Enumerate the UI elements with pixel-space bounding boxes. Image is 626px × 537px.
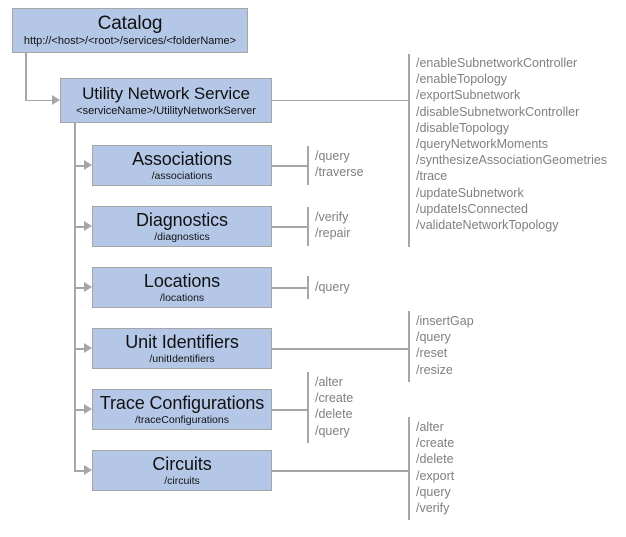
connector-diagnostics-to-operations (272, 226, 308, 228)
connector-trunk-to-trace-configurations (74, 409, 84, 411)
operation-item: /validateNetworkTopology (416, 218, 559, 233)
node-associations-path: /associations (151, 169, 213, 182)
node-utility-network-service-path: <serviceName>/UtilityNetworkServer (76, 104, 256, 117)
bracket-circuits-operations (408, 417, 410, 520)
bracket-unit-identifiers-operations (408, 311, 410, 382)
node-catalog-path: http://<host>/<root>/services/<folderNam… (23, 34, 237, 47)
node-associations[interactable]: Associations /associations (92, 145, 272, 186)
operation-item: /resize (416, 362, 453, 377)
node-trace-configurations-title: Trace Configurations (99, 392, 265, 413)
node-utility-network-service[interactable]: Utility Network Service <serviceName>/Ut… (60, 78, 272, 123)
operation-item: /traverse (315, 165, 364, 180)
arrowhead-trace-configurations (84, 404, 92, 414)
operations-circuits: /alter /create /delete /export /query /v… (416, 419, 454, 516)
node-trace-configurations[interactable]: Trace Configurations /traceConfiguration… (92, 389, 272, 430)
node-unit-identifiers-path: /unitIdentifiers (149, 352, 215, 365)
node-unit-identifiers[interactable]: Unit Identifiers /unitIdentifiers (92, 328, 272, 369)
operation-item: /insertGap (416, 314, 474, 328)
operation-item: /query (416, 484, 451, 499)
operation-item: /disableSubnetworkController (416, 104, 580, 119)
node-catalog[interactable]: Catalog http://<host>/<root>/services/<f… (12, 8, 248, 53)
operation-item: /verify (315, 210, 349, 224)
bracket-trace-configurations-operations (307, 372, 309, 443)
operation-item: /query (315, 280, 350, 294)
node-trace-configurations-path: /traceConfigurations (135, 413, 229, 426)
operation-item: /create (416, 436, 455, 451)
bracket-diagnostics-operations (307, 207, 309, 246)
arrowhead-locations (84, 282, 92, 292)
node-locations-title: Locations (143, 270, 221, 291)
node-unit-identifiers-title: Unit Identifiers (125, 331, 239, 352)
operation-item: /create (315, 391, 354, 406)
operations-trace-configurations: /alter /create /delete /query (315, 374, 353, 439)
connector-uns-to-operations (272, 99, 409, 102)
connector-associations-to-operations (272, 165, 308, 167)
operations-associations: /query /traverse (315, 148, 364, 180)
connector-trunk-to-circuits (74, 470, 84, 472)
arrowhead-unit-identifiers (84, 343, 92, 353)
connector-circuits-to-operations (272, 470, 409, 472)
connector-unit-identifiers-to-operations (272, 348, 409, 350)
node-circuits-title: Circuits (152, 453, 212, 474)
node-circuits[interactable]: Circuits /circuits (92, 450, 272, 491)
operation-item: /export (416, 468, 455, 483)
operation-item: /updateSubnetwork (416, 185, 524, 200)
connector-locations-to-operations (272, 287, 308, 289)
arrowhead-catalog-to-uns (52, 94, 60, 105)
node-locations[interactable]: Locations /locations (92, 267, 272, 308)
connector-trunk-to-locations (74, 287, 84, 289)
node-associations-title: Associations (132, 148, 232, 169)
operation-item: /query (315, 423, 350, 438)
operations-locations: /query (315, 279, 350, 295)
operation-item: /delete (416, 452, 454, 467)
operation-item: /enableTopology (416, 72, 508, 87)
operation-item: /alter (315, 375, 343, 389)
connector-trunk-to-diagnostics (74, 226, 84, 228)
connector-uns-trunk (74, 123, 76, 472)
operations-diagnostics: /verify /repair (315, 209, 350, 241)
node-diagnostics-title: Diagnostics (136, 209, 228, 230)
operation-item: /repair (315, 226, 351, 241)
arrowhead-associations (84, 160, 92, 170)
operation-item: /delete (315, 407, 353, 422)
operation-item: /enableSubnetworkController (416, 56, 578, 70)
node-catalog-title: Catalog (97, 12, 163, 34)
operation-item: /updateIsConnected (416, 201, 528, 216)
node-utility-network-service-title: Utility Network Service (82, 83, 250, 103)
operation-item: /disableTopology (416, 120, 510, 135)
connector-catalog-to-uns (25, 99, 52, 102)
node-diagnostics[interactable]: Diagnostics /diagnostics (92, 206, 272, 247)
connector-trunk-to-unit-identifiers (74, 348, 84, 350)
operations-unit-identifiers: /insertGap /query /reset /resize (416, 313, 474, 378)
connector-trunk-to-associations (74, 165, 84, 167)
operation-item: /query (315, 149, 350, 163)
connector-trace-configurations-to-operations (272, 409, 308, 411)
operation-item: /trace (416, 169, 448, 184)
arrowhead-circuits (84, 465, 92, 475)
operation-item: /verify (416, 501, 450, 516)
operation-item: /exportSubnetwork (416, 88, 521, 103)
operations-utility-network-service: /enableSubnetworkController /enableTopol… (416, 55, 607, 233)
node-circuits-path: /circuits (164, 474, 200, 487)
bracket-locations-operations (307, 276, 309, 299)
bracket-uns-operations (408, 54, 410, 247)
node-diagnostics-path: /diagnostics (154, 230, 210, 243)
connector-catalog-down (25, 53, 27, 101)
node-locations-path: /locations (159, 291, 205, 304)
operation-item: /synthesizeAssociationGeometries (416, 153, 608, 168)
operation-item: /alter (416, 420, 444, 434)
operation-item: /queryNetworkMoments (416, 137, 548, 152)
bracket-associations-operations (307, 146, 309, 185)
operation-item: /query (416, 330, 451, 345)
arrowhead-diagnostics (84, 221, 92, 231)
operation-item: /reset (416, 346, 448, 361)
